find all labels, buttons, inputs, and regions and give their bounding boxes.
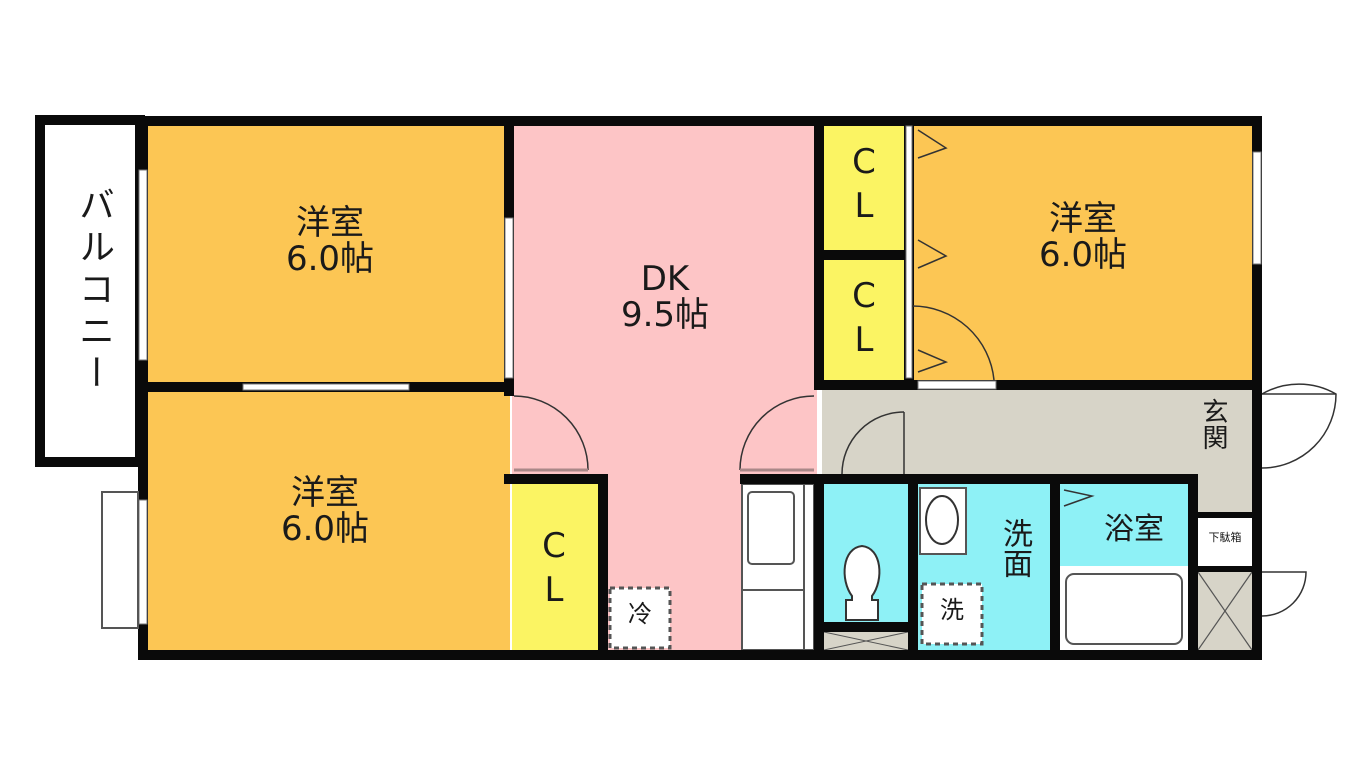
fridge-label: 冷 [628, 600, 652, 628]
room-name: 洋室 [296, 203, 364, 243]
dining-kitchen-label: DK 9.5帖 [565, 259, 765, 335]
western-room-top-left [145, 124, 510, 386]
room-size: 6.0帖 [280, 508, 370, 549]
closet-letter: L [544, 570, 564, 611]
room-name: DK [640, 259, 690, 299]
closet-letter: L [854, 186, 874, 227]
room-name: 洋室 [1049, 199, 1117, 239]
room-name: 洋室 [291, 473, 359, 513]
fridge-space [608, 586, 672, 650]
closet-middle [822, 258, 906, 382]
bathroom-label: 浴室 [1104, 512, 1164, 547]
closet-bottom-label: C L [522, 524, 586, 612]
closet-top-label: C L [832, 140, 896, 228]
western-room-right-label: 洋室 6.0帖 [983, 199, 1183, 275]
doors [513, 129, 1337, 617]
western-room-bottom-left [145, 392, 510, 652]
western-room-bottom-left-label: 洋室 6.0帖 [225, 473, 425, 549]
closet-letter: C [852, 276, 876, 316]
room-size: 9.5帖 [620, 294, 710, 335]
entrance-label: 玄関 [1198, 398, 1228, 450]
room-size: 6.0帖 [285, 238, 375, 279]
toilet-icon [843, 544, 881, 621]
washer-space [920, 582, 984, 646]
closet-middle-label: C L [832, 274, 896, 362]
shoe-box-area [1196, 516, 1254, 570]
balcony-area [35, 115, 145, 467]
sink-icon [747, 491, 795, 565]
closet-letter: C [852, 142, 876, 182]
washer-label: 洗 [940, 596, 964, 624]
balcony-label: バルコニー [73, 186, 114, 396]
closet-letter: L [854, 320, 874, 361]
room-size: 6.0帖 [1038, 234, 1128, 275]
western-room-top-left-label: 洋室 6.0帖 [230, 203, 430, 279]
western-room-right [912, 124, 1254, 382]
bathroom-area [1060, 484, 1188, 566]
outdoor-unit [101, 491, 139, 629]
closet-letter: C [542, 526, 566, 566]
washroom-label: 洗面 [997, 518, 1032, 578]
closet-top [822, 124, 906, 250]
windows [138, 125, 1262, 625]
closet-bottom [512, 484, 602, 652]
bathtub-icon [1065, 573, 1183, 645]
shoe-box-label: 下駄箱 [1208, 531, 1242, 544]
